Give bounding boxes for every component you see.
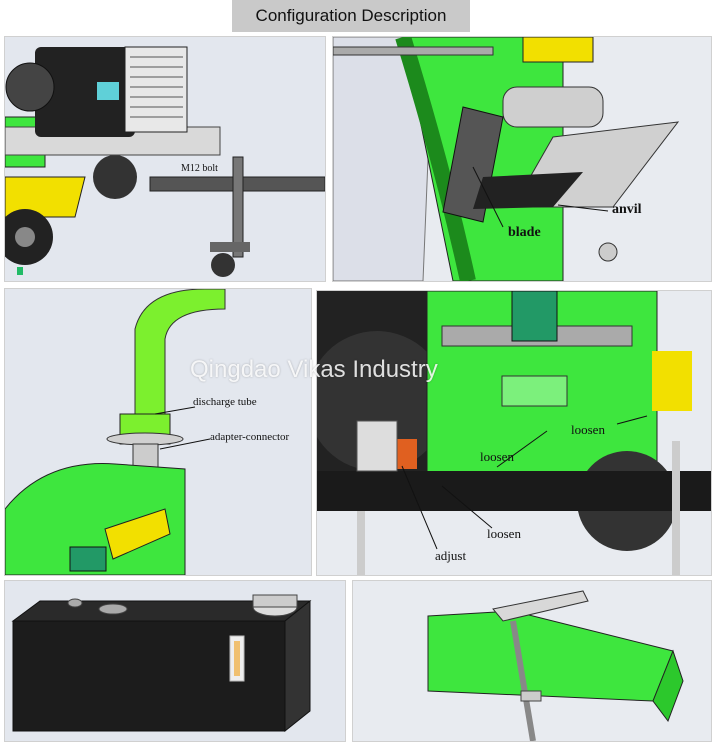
adjust-loosen-illustration xyxy=(317,291,711,575)
discharge-tube-panel: discharge tube adapter-connector xyxy=(4,288,312,576)
bolt-label: M12 bolt xyxy=(181,163,218,174)
green-hood-panel xyxy=(352,580,712,742)
discharge-tube-label: discharge tube xyxy=(193,396,257,408)
page-title: Configuration Description xyxy=(232,0,470,32)
blade-label: blade xyxy=(508,225,541,240)
discharge-tube-illustration xyxy=(5,289,311,575)
blade-anvil-illustration xyxy=(333,37,711,281)
fuel-tank-illustration xyxy=(5,581,345,741)
engine-trailer-illustration xyxy=(5,37,325,281)
anvil-label: anvil xyxy=(612,202,642,217)
fuel-tank-panel xyxy=(4,580,346,742)
adapter-connector-label: adapter-connector xyxy=(210,431,290,443)
engine-trailer-panel: M12 bolt xyxy=(4,36,326,282)
adjust-label: adjust xyxy=(435,548,467,563)
adjust-loosen-panel: loosen loosen loosen adjust xyxy=(316,290,712,576)
loosen-label-bottom: loosen xyxy=(487,526,521,541)
blade-anvil-panel: anvil blade xyxy=(332,36,712,282)
loosen-label-middle: loosen xyxy=(480,449,514,464)
loosen-label-right: loosen xyxy=(571,422,605,437)
green-hood-illustration xyxy=(353,581,711,741)
